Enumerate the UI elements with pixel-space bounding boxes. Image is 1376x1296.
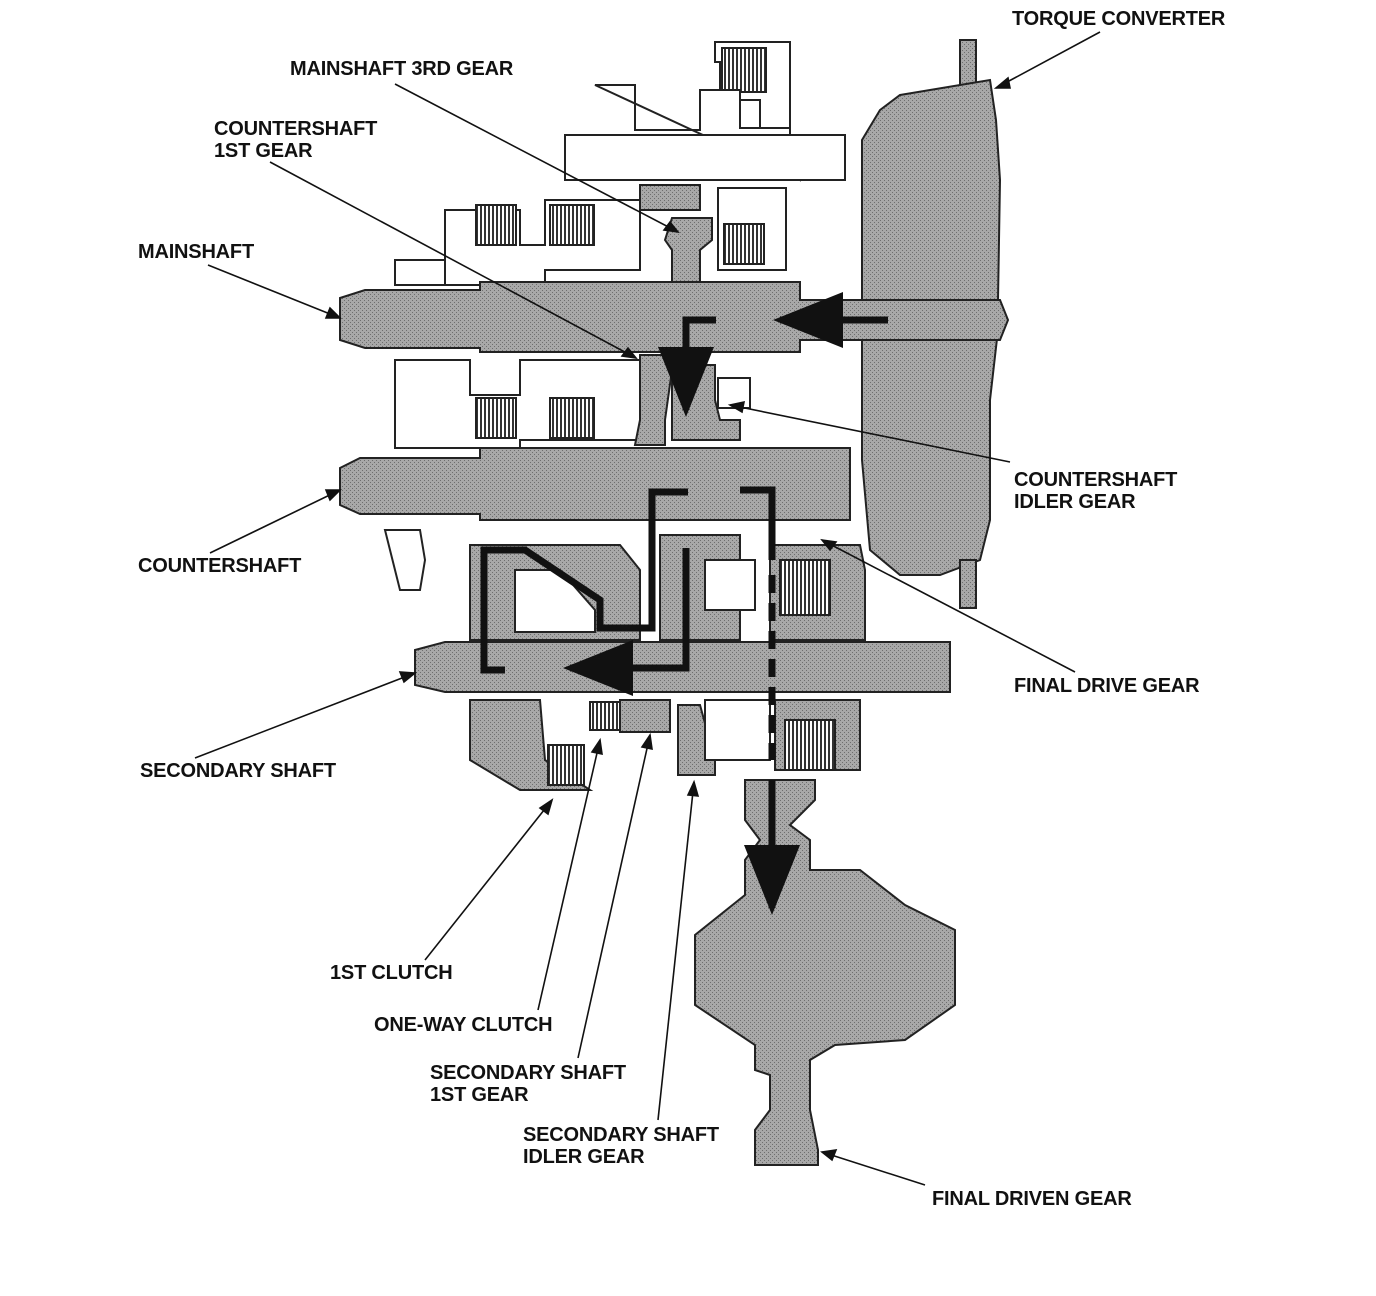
countershaft-1st-gear-label: COUNTERSHAFT 1ST GEAR — [214, 118, 377, 162]
countershaft — [339, 447, 851, 521]
leader-lines — [194, 31, 1101, 1186]
torque-converter-label: TORQUE CONVERTER — [1012, 8, 1226, 30]
secondary-shaft-idler-gear-label: SECONDARY SHAFT IDLER GEAR — [523, 1124, 719, 1168]
one-way-clutch-label: ONE-WAY CLUTCH — [374, 1014, 553, 1036]
secondary-shaft-1st-gear-label-line1: SECONDARY SHAFT — [430, 1062, 626, 1084]
power-flow-path — [480, 292, 888, 915]
mainshaft-clutch-packs — [394, 199, 641, 286]
secondary-shaft-label: SECONDARY SHAFT — [140, 760, 336, 782]
countershaft-1st-gear-label-line1: COUNTERSHAFT — [214, 118, 378, 140]
countershaft-idler-gear-label-line2: IDLER GEAR — [1014, 491, 1136, 513]
upper-gear-housing — [564, 41, 846, 291]
first-clutch-label: 1ST CLUTCH — [330, 962, 453, 984]
secondary-shaft-1st-gear-label: SECONDARY SHAFT 1ST GEAR — [430, 1062, 626, 1106]
secondary-lower-gears — [469, 699, 861, 791]
final-driven-gear-label: FINAL DRIVEN GEAR — [932, 1188, 1132, 1210]
mainshaft-label: MAINSHAFT — [138, 241, 254, 263]
countershaft-gear-cluster — [394, 354, 751, 449]
mainshaft-3rd-gear-label: MAINSHAFT 3RD GEAR — [290, 58, 514, 80]
countershaft-idler-gear-label: COUNTERSHAFT IDLER GEAR — [1014, 469, 1177, 513]
differential-final-driven — [694, 779, 956, 1166]
countershaft-label: COUNTERSHAFT — [138, 555, 302, 577]
countershaft-idler-gear-label-line1: COUNTERSHAFT — [1014, 469, 1178, 491]
secondary-shaft-idler-gear-label-line1: SECONDARY SHAFT — [523, 1124, 719, 1146]
countershaft-1st-gear-label-line2: 1ST GEAR — [214, 140, 313, 162]
secondary-shaft-idler-gear-label-line2: IDLER GEAR — [523, 1146, 645, 1168]
final-drive-gear-label: FINAL DRIVE GEAR — [1014, 675, 1200, 697]
secondary-shaft-1st-gear-label-line2: 1ST GEAR — [430, 1084, 529, 1106]
secondary-clutch-assembly — [383, 529, 866, 641]
